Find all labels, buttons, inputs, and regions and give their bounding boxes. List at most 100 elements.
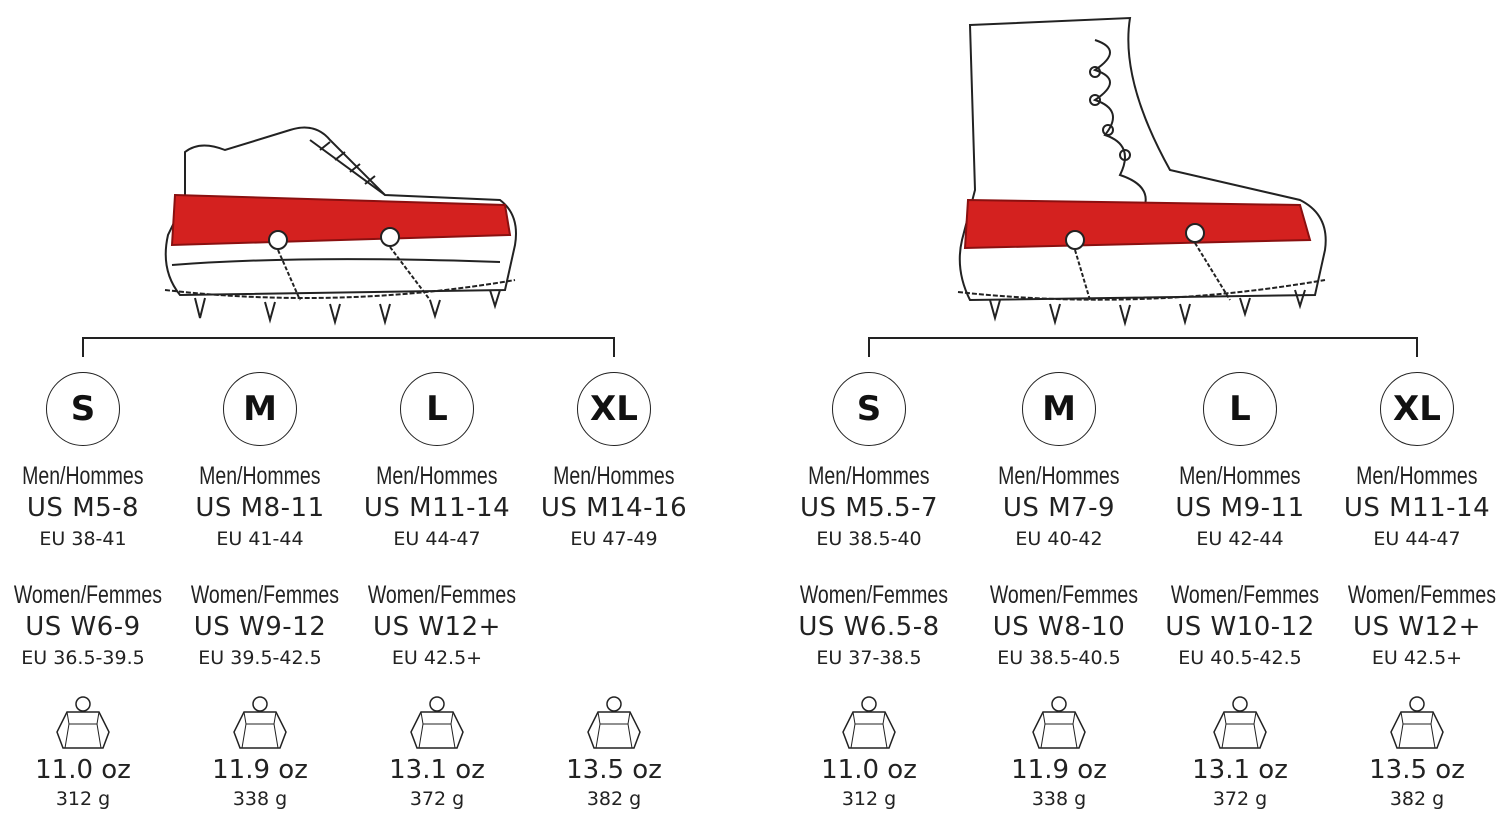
weight-icon (779, 694, 959, 754)
women-label: Women/Femmes (989, 581, 1138, 609)
women-sizes: Women/Femmes US W8-10 EU 38.5-40.5 (969, 580, 1149, 672)
size-letter: S (70, 389, 96, 429)
men-eu-size: EU 38.5-40 (816, 528, 922, 550)
weight-grams: 312 g (841, 788, 897, 810)
women-us-size: US W9-12 (193, 612, 327, 642)
men-eu-size: EU 44-47 (393, 528, 481, 550)
weight: 13.5 oz 382 g (1327, 694, 1500, 812)
size-letter: XL (1393, 389, 1441, 429)
women-sizes: Women/Femmes US W12+ EU 42.5+ (347, 580, 527, 672)
weight: 13.1 oz 372 g (1150, 694, 1330, 812)
women-eu-size: EU 39.5-42.5 (198, 647, 322, 669)
women-label: Women/Femmes (1347, 581, 1496, 609)
men-eu-size: EU 47-49 (570, 528, 658, 550)
men-label: Men/Hommes (199, 462, 321, 490)
women-sizes: Women/Femmes US W6-9 EU 36.5-39.5 (0, 580, 173, 672)
men-label: Men/Hommes (376, 462, 498, 490)
shoe-with-crampon-illustration (82, 126, 615, 357)
women-eu-size: EU 42.5+ (1371, 647, 1463, 669)
weight-icon (1150, 694, 1330, 754)
weight-grams: 372 g (409, 788, 465, 810)
men-label: Men/Hommes (998, 462, 1120, 490)
men-sizes: Men/Hommes US M14-16 EU 47-49 (524, 461, 704, 553)
women-us-size: US W12+ (373, 612, 501, 642)
women-us-size: US W12+ (1353, 612, 1481, 642)
women-sizes: Women/Femmes US W9-12 EU 39.5-42.5 (170, 580, 350, 672)
weight-oz: 11.0 oz (35, 755, 131, 785)
men-sizes: Men/Hommes US M8-11 EU 41-44 (170, 461, 350, 553)
women-eu-size: EU 36.5-39.5 (21, 647, 145, 669)
size-column-m: M Men/Hommes US M7-9 EU 40-42 Women/Femm… (969, 372, 1149, 810)
women-us-size: US W8-10 (992, 612, 1126, 642)
size-column-m: M Men/Hommes US M8-11 EU 41-44 Women/Fem… (170, 372, 350, 810)
size-letter: XL (590, 389, 638, 429)
size-column-l: L Men/Hommes US M11-14 EU 44-47 Women/Fe… (347, 372, 527, 810)
men-label: Men/Hommes (22, 462, 144, 490)
size-badge: S (832, 372, 906, 446)
women-eu-size: EU 40.5-42.5 (1178, 647, 1302, 669)
size-badge: M (1022, 372, 1096, 446)
men-label: Men/Hommes (1356, 462, 1478, 490)
weight-icon (524, 694, 704, 754)
weight-oz: 11.0 oz (821, 755, 917, 785)
weight-icon (969, 694, 1149, 754)
women-eu-size: EU 38.5-40.5 (997, 647, 1121, 669)
men-eu-size: EU 44-47 (1373, 528, 1461, 550)
men-us-size: US M11-14 (363, 493, 511, 523)
men-sizes: Men/Hommes US M5.5-7 EU 38.5-40 (779, 461, 959, 553)
men-us-size: US M7-9 (1002, 493, 1116, 523)
men-us-size: US M8-11 (195, 493, 325, 523)
size-badge: XL (577, 372, 651, 446)
size-badge: M (223, 372, 297, 446)
weight-grams: 372 g (1212, 788, 1268, 810)
size-column-s: S Men/Hommes US M5-8 EU 38-41 Women/Femm… (0, 372, 173, 810)
men-us-size: US M5.5-7 (799, 493, 938, 523)
size-column-l: L Men/Hommes US M9-11 EU 42-44 Women/Fem… (1150, 372, 1330, 810)
weight-oz: 13.5 oz (1369, 755, 1465, 785)
men-label: Men/Hommes (553, 462, 675, 490)
size-letter: L (426, 389, 448, 429)
size-letter: M (1042, 389, 1076, 429)
size-badge: S (46, 372, 120, 446)
weight-grams: 382 g (1389, 788, 1445, 810)
women-eu-size: EU 42.5+ (391, 647, 483, 669)
weight-icon (170, 694, 350, 754)
men-us-size: US M11-14 (1343, 493, 1491, 523)
size-letter: L (1229, 389, 1251, 429)
size-badge: L (1203, 372, 1277, 446)
women-eu-size: EU 37-38.5 (816, 647, 922, 669)
size-column-xl: XL Men/Hommes US M11-14 EU 44-47 Women/F… (1327, 372, 1500, 810)
men-eu-size: EU 40-42 (1015, 528, 1103, 550)
men-eu-size: EU 38-41 (39, 528, 127, 550)
women-label: Women/Femmes (367, 581, 516, 609)
weight: 13.1 oz 372 g (347, 694, 527, 812)
men-sizes: Men/Hommes US M7-9 EU 40-42 (969, 461, 1149, 553)
men-sizes: Men/Hommes US M5-8 EU 38-41 (0, 461, 173, 553)
weight: 11.9 oz 338 g (170, 694, 350, 812)
weight-icon (0, 694, 173, 754)
men-eu-size: EU 42-44 (1196, 528, 1284, 550)
women-sizes: Women/Femmes US W10-12 EU 40.5-42.5 (1150, 580, 1330, 672)
weight-oz: 11.9 oz (212, 755, 308, 785)
weight-grams: 338 g (1031, 788, 1087, 810)
weight: 11.0 oz 312 g (779, 694, 959, 812)
weight: 11.0 oz 312 g (0, 694, 173, 812)
size-badge: L (400, 372, 474, 446)
size-letter: M (243, 389, 277, 429)
weight-oz: 13.5 oz (566, 755, 662, 785)
weight: 13.5 oz 382 g (524, 694, 704, 812)
women-label: Women/Femmes (799, 581, 948, 609)
size-badge: XL (1380, 372, 1454, 446)
women-us-size: US W6-9 (25, 612, 141, 642)
weight-grams: 382 g (586, 788, 642, 810)
men-label: Men/Hommes (1179, 462, 1301, 490)
weight: 11.9 oz 338 g (969, 694, 1149, 812)
men-us-size: US M5-8 (26, 493, 140, 523)
women-label: Women/Femmes (190, 581, 339, 609)
men-sizes: Men/Hommes US M9-11 EU 42-44 (1150, 461, 1330, 553)
men-us-size: US M9-11 (1175, 493, 1305, 523)
size-column-xl: XL Men/Hommes US M14-16 EU 47-49 13.5 oz… (524, 372, 704, 810)
size-column-s: S Men/Hommes US M5.5-7 EU 38.5-40 Women/… (779, 372, 959, 810)
women-us-size: US W6.5-8 (798, 612, 940, 642)
men-eu-size: EU 41-44 (216, 528, 304, 550)
